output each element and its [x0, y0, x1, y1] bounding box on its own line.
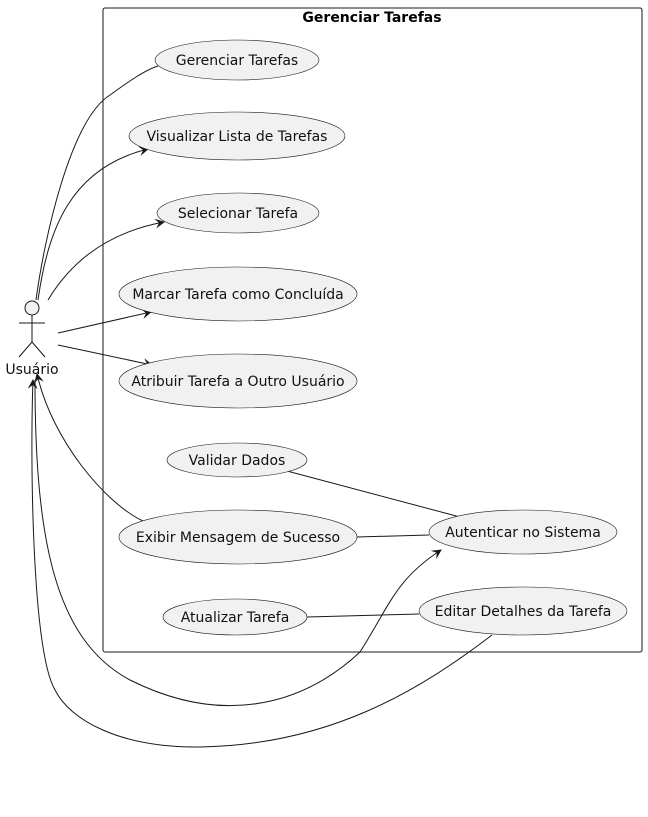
use-case-label: Visualizar Lista de Tarefas — [147, 129, 328, 145]
relation-uc10-actor — [27, 379, 493, 748]
use-case-uc3[interactable]: Selecionar Tarefa — [156, 192, 320, 234]
use-case-ellipse — [428, 509, 618, 555]
actor-left-leg — [18, 341, 33, 358]
actor-right-leg — [31, 341, 46, 358]
system-boundary: Gerenciar Tarefas — [102, 7, 643, 653]
use-case-ellipse — [166, 442, 308, 478]
use-case-uc10[interactable]: Editar Detalhes da Tarefa — [418, 586, 628, 636]
relations-layer — [27, 65, 493, 748]
actor-name: Usuário — [5, 362, 58, 378]
use-case-label: Atribuir Tarefa a Outro Usuário — [131, 374, 344, 390]
use-case-uc7[interactable]: Exibir Mensagem de Sucesso — [118, 509, 358, 565]
use-case-label: Atualizar Tarefa — [181, 610, 290, 626]
system-title: Gerenciar Tarefas — [302, 10, 441, 26]
relation-actor-uc3 — [47, 218, 165, 301]
use-case-uc8[interactable]: Autenticar no Sistema — [428, 509, 618, 555]
relation-uc7-actor — [34, 373, 144, 522]
use-case-ellipse — [118, 266, 358, 322]
use-case-label: Autenticar no Sistema — [445, 525, 601, 541]
actor-head — [24, 300, 40, 316]
relation-actor-uc2 — [37, 146, 149, 301]
relation-actor-uc8 — [34, 379, 442, 707]
relation-actor-uc5 — [57, 344, 153, 369]
use-case-label: Gerenciar Tarefas — [176, 53, 298, 69]
use-case-ellipse — [418, 586, 628, 636]
use-case-uc6[interactable]: Validar Dados — [166, 442, 308, 478]
use-case-ellipse — [156, 192, 320, 234]
use-case-ellipse — [128, 111, 346, 161]
use-case-uc1[interactable]: Gerenciar Tarefas — [154, 39, 320, 81]
use-case-uc5[interactable]: Atribuir Tarefa a Outro Usuário — [118, 353, 358, 409]
relation-actor-uc4 — [57, 309, 152, 334]
use-case-label: Validar Dados — [189, 453, 286, 469]
relation-uc9-uc10 — [306, 613, 420, 618]
use-case-ellipse — [118, 353, 358, 409]
use-case-uc9[interactable]: Atualizar Tarefa — [162, 598, 308, 636]
use-case-ellipse — [154, 39, 320, 81]
actor-usuario[interactable]: Usuário — [5, 300, 59, 378]
system-boundary-frame — [102, 7, 643, 653]
use-case-label: Exibir Mensagem de Sucesso — [136, 530, 340, 546]
use-case-ellipse — [162, 598, 308, 636]
relation-uc6-uc8 — [286, 470, 461, 518]
use-case-label: Selecionar Tarefa — [178, 206, 298, 222]
relation-uc7-uc8 — [356, 534, 430, 538]
use-case-label: Marcar Tarefa como Concluída — [132, 287, 343, 303]
relation-actor-uc1 — [35, 65, 159, 301]
use-case-label: Editar Detalhes da Tarefa — [435, 604, 612, 620]
use-case-uc4[interactable]: Marcar Tarefa como Concluída — [118, 266, 358, 322]
use-case-ellipse — [118, 509, 358, 565]
use-case-uc2[interactable]: Visualizar Lista de Tarefas — [128, 111, 346, 161]
